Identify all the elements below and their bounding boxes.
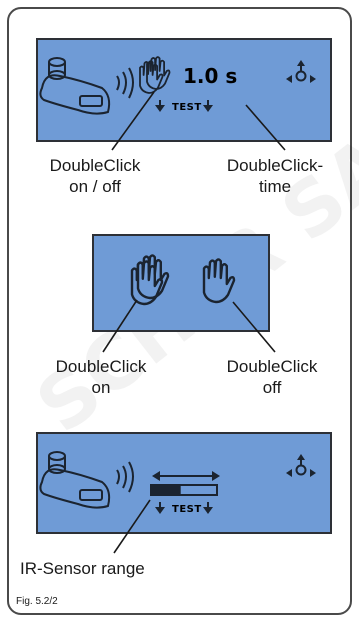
ir-signal-icon [116,67,134,99]
microscope-icon [39,57,111,115]
label-doubleclick-time: DoubleClick- time [210,155,340,197]
label-line: DoubleClick [55,357,147,376]
test-label: TEST [172,504,202,515]
lcd-panel-ir-sensor [36,432,332,534]
range-arrow-icon [152,471,220,481]
hand-doubleclick-icon [130,254,170,306]
arrow-down-icon [155,100,213,112]
label-line: DoubleClick [49,156,141,175]
hand-singleclick-icon [202,258,236,304]
move-arrows-icon [286,454,316,477]
ir-signal-icon [116,461,134,493]
label-line: IR-Sensor range [20,559,145,578]
label-line: DoubleClick [226,357,318,376]
label-doubleclick-on: DoubleClick on [36,356,166,398]
lcd-panel-doubleclick-settings [36,38,332,142]
label-doubleclick-on-off: DoubleClick on / off [30,155,160,197]
pointer-lines-panel1 [111,91,286,151]
label-line: on / off [69,177,121,196]
pointer-lines-panel2 [102,299,276,353]
arrow-down-icon [155,502,213,514]
label-ir-sensor-range: IR-Sensor range [20,558,200,579]
microscope-icon [39,451,111,509]
figure-caption: Fig. 5.2/2 [16,596,58,607]
pointer-lines-panel3 [113,499,151,554]
label-line: time [258,177,292,196]
doubleclick-time-value: 1.0 s [183,64,237,88]
move-arrows-icon [286,60,316,83]
hand-doubleclick-icon [139,56,171,94]
label-line: off [262,378,282,397]
test-label: TEST [172,102,202,113]
label-line: on [91,378,111,397]
label-doubleclick-off: DoubleClick off [207,356,337,398]
lcd-panel-doubleclick-states [92,234,270,332]
label-line: DoubleClick- [226,156,324,175]
ir-range-bar [150,484,218,496]
